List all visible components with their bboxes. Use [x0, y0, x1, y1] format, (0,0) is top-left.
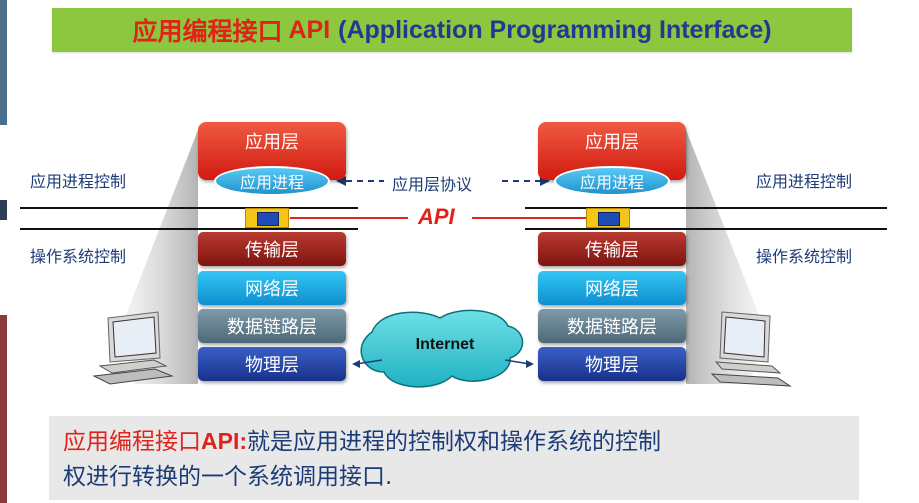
boundary-line: [20, 228, 358, 230]
definition-term: 应用编程接口: [63, 429, 201, 455]
right-physical-layer: 物理层: [538, 347, 686, 381]
left-physical-layer: 物理层: [198, 347, 346, 381]
edge-artifact: [0, 315, 7, 503]
left-transport-layer: 传输层: [198, 232, 346, 266]
left-computer-icon: [92, 311, 174, 385]
title-chinese: 应用编程接口: [132, 17, 283, 46]
api-line-right: [472, 217, 586, 219]
left-app-control-label: 应用进程控制: [30, 172, 127, 191]
right-transport-label: 传输层: [585, 240, 639, 261]
internet-arrow: [355, 359, 383, 365]
right-network-label: 网络层: [585, 279, 639, 300]
api-line-left: [290, 217, 408, 219]
right-datalink-layer: 数据链路层: [538, 309, 686, 343]
right-application-layer-label: 应用层: [585, 132, 639, 153]
protocol-label: 应用层协议: [392, 175, 473, 194]
right-api-socket-icon: [586, 208, 630, 228]
definition-api: API:: [201, 428, 247, 454]
left-api-socket-icon: [245, 208, 289, 228]
left-network-layer: 网络层: [198, 271, 346, 305]
left-network-label: 网络层: [245, 279, 299, 300]
right-app-control-label: 应用进程控制: [756, 172, 853, 191]
definition-line-2: 权进行转换的一个系统调用接口.: [63, 464, 393, 490]
left-datalink-label: 数据链路层: [227, 317, 317, 338]
left-datalink-layer: 数据链路层: [198, 309, 346, 343]
right-computer-icon: [710, 311, 792, 387]
left-application-layer-label: 应用层: [245, 132, 299, 153]
internet-arrow: [504, 359, 531, 365]
boundary-line: [525, 207, 887, 209]
right-network-layer: 网络层: [538, 271, 686, 305]
boundary-line: [525, 228, 887, 230]
right-os-control-label: 操作系统控制: [756, 247, 853, 266]
definition-line-1: 应用编程接口API:就是应用进程的控制权和操作系统的控制: [63, 424, 845, 460]
title-english: (Application Programming Interface): [338, 15, 772, 44]
internet-cloud-icon: [360, 309, 524, 388]
right-transport-layer: 传输层: [538, 232, 686, 266]
left-os-control-label: 操作系统控制: [30, 247, 127, 266]
left-transport-label: 传输层: [245, 240, 299, 261]
title-api: API: [288, 15, 331, 44]
right-app-process: 应用进程: [554, 166, 670, 196]
edge-artifact: [0, 200, 7, 220]
left-physical-label: 物理层: [245, 355, 299, 376]
boundary-line: [20, 207, 358, 209]
right-datalink-label: 数据链路层: [567, 317, 657, 338]
left-app-process: 应用进程: [214, 166, 330, 196]
edge-artifact: [0, 0, 7, 125]
right-app-process-label: 应用进程: [579, 173, 644, 192]
definition-box: 应用编程接口API:就是应用进程的控制权和操作系统的控制 权进行转换的一个系统调…: [49, 416, 859, 500]
left-app-process-label: 应用进程: [239, 173, 304, 192]
title-bar: 应用编程接口 API (Application Programming Inte…: [52, 8, 852, 52]
definition-line1-rest: 就是应用进程的控制权和操作系统的控制: [247, 429, 661, 455]
right-physical-label: 物理层: [585, 355, 639, 376]
api-label: API: [418, 204, 455, 229]
